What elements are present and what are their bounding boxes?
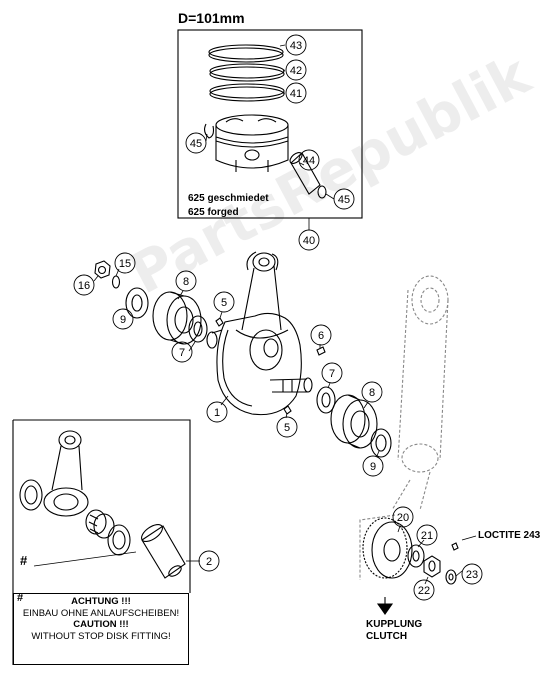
callout-23: 23 xyxy=(466,569,478,581)
forged-label-de: 625 geschmiedet xyxy=(188,193,269,204)
clutch-washer xyxy=(407,544,425,568)
callout-1: 1 xyxy=(214,407,220,419)
clutch-gear xyxy=(362,517,413,579)
piston xyxy=(215,114,289,172)
clutch-arrow-head xyxy=(376,603,394,615)
callout-16: 16 xyxy=(78,280,90,292)
note-line-achtung: ACHTUNG !!! xyxy=(71,596,131,607)
caution-note-box: # ACHTUNG !!! EINBAU OHNE ANLAUFSCHEIBEN… xyxy=(13,592,189,665)
callout-7-right: 7 xyxy=(329,368,335,380)
clutch-label: KUPPLUNG CLUTCH xyxy=(366,619,422,643)
callout-6: 6 xyxy=(318,330,324,342)
callout-7-left: 7 xyxy=(179,347,185,359)
woodruff-key-upper xyxy=(215,317,224,327)
callout-9-left: 9 xyxy=(120,314,126,326)
callout-5-lower: 5 xyxy=(284,422,290,434)
note-line-without: WITHOUT STOP DISK FITTING! xyxy=(31,630,171,642)
callout-5-upper: 5 xyxy=(221,297,227,309)
callout-42: 42 xyxy=(290,65,302,77)
clutch-nut xyxy=(423,555,441,578)
timing-chain xyxy=(359,275,449,580)
callout-41: 41 xyxy=(290,88,302,100)
callout-44: 44 xyxy=(303,155,315,167)
crank-nut xyxy=(94,260,111,279)
woodruff-key-right xyxy=(316,346,326,356)
inset-crank-pin xyxy=(141,523,186,579)
callout-8-left: 8 xyxy=(183,276,189,288)
clutch-label-de: KUPPLUNG xyxy=(366,619,423,630)
note-hash: # xyxy=(17,592,24,604)
inset-box xyxy=(13,419,191,593)
loctite-label: LOCTITE 243 xyxy=(478,530,541,541)
bearing-right xyxy=(330,394,378,449)
inset-washer-right xyxy=(107,524,131,556)
lock-washer xyxy=(111,275,121,289)
piston-rings xyxy=(208,44,285,102)
circlip-right xyxy=(317,185,327,199)
woodruff-key-lower xyxy=(283,405,292,415)
callout-45-circlip-right: 45 xyxy=(338,194,350,206)
note-line-einbau: EINBAU OHNE ANLAUFSCHEIBEN! xyxy=(22,607,180,619)
callout-40: 40 xyxy=(303,235,315,247)
callout-21: 21 xyxy=(421,530,433,542)
hash-marker: # xyxy=(20,553,28,568)
inset-needle-bearing xyxy=(85,509,115,539)
clutch-label-en: CLUTCH xyxy=(366,631,408,642)
note-line-caution: CAUTION !!! xyxy=(73,619,129,630)
circlip-left xyxy=(203,123,215,139)
callout-circles xyxy=(73,34,483,601)
callout-15: 15 xyxy=(119,258,131,270)
callout-45-circlip: 45 xyxy=(190,138,202,150)
forged-label-en: 625 forged xyxy=(188,207,239,218)
crankshaft xyxy=(206,312,313,416)
spacer-right xyxy=(316,386,336,414)
callout-2: 2 xyxy=(206,556,212,568)
connecting-rod xyxy=(235,251,289,339)
callout-20: 20 xyxy=(397,512,409,524)
bearing-left xyxy=(152,291,202,345)
callout-43: 43 xyxy=(290,40,302,52)
callout-9-right: 9 xyxy=(370,461,376,473)
clutch-lock-washer xyxy=(445,569,457,585)
inset-washer-left xyxy=(19,479,43,511)
piston-kit-box xyxy=(177,29,363,219)
shim-left xyxy=(125,287,149,319)
bore-diameter-title: D=101mm xyxy=(178,10,245,26)
loctite-dowel xyxy=(451,542,459,551)
inset-conrod xyxy=(43,430,89,517)
shim-right xyxy=(370,428,392,458)
callout-22: 22 xyxy=(418,585,430,597)
forged-piston-label: 625 geschmiedet 625 forged xyxy=(188,192,269,220)
spacer-left xyxy=(188,315,208,343)
callout-8-right: 8 xyxy=(369,387,375,399)
